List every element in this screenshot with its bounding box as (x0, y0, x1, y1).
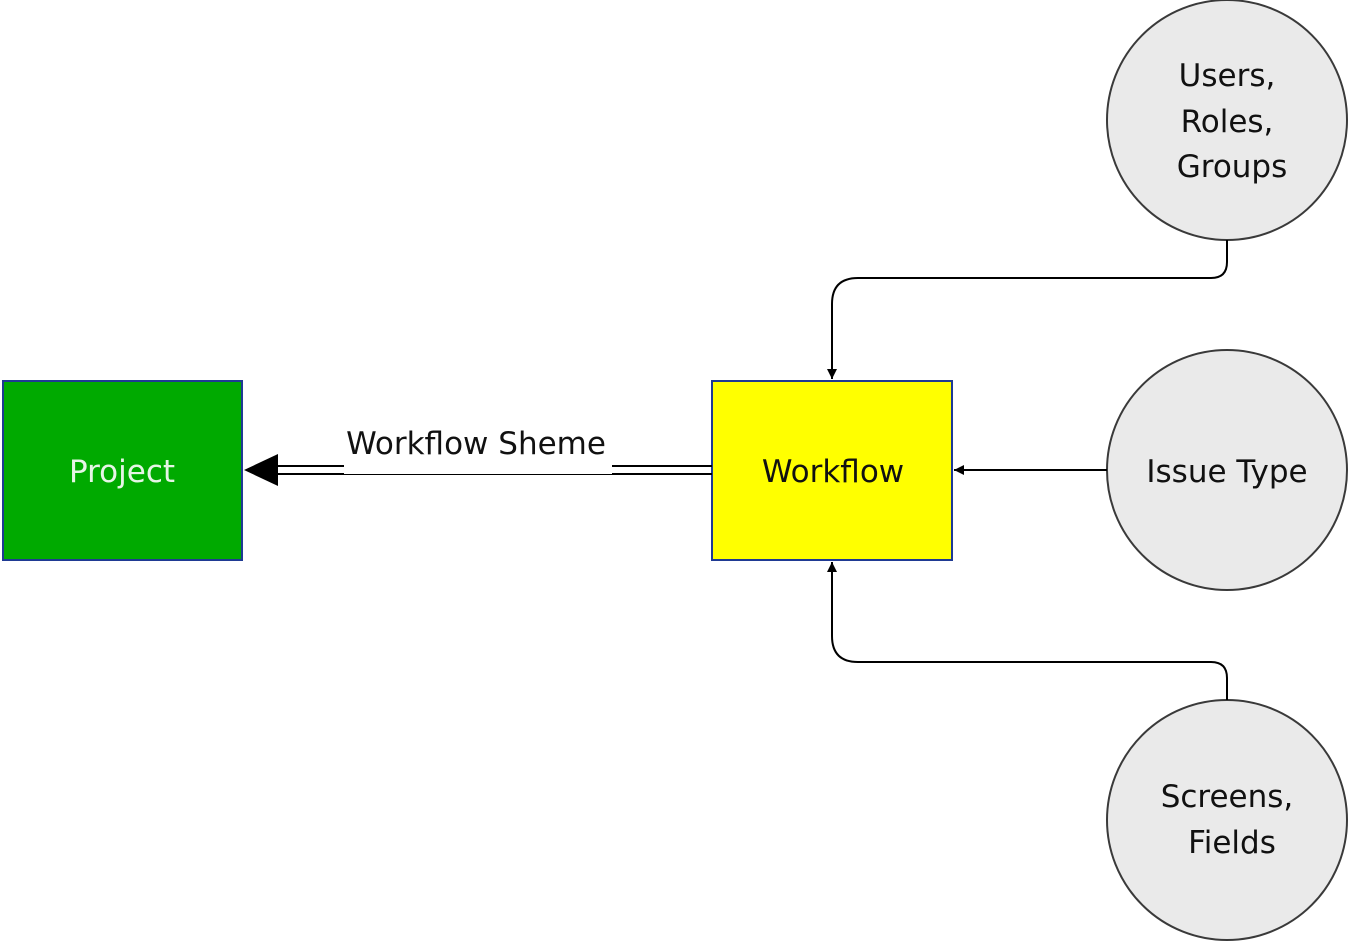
issue-type-node[interactable]: Issue Type (1106, 349, 1348, 591)
roles-label: Roles, (1181, 104, 1274, 140)
project-box[interactable] (2, 380, 243, 561)
workflow-scheme-label: Workflow Sheme (346, 426, 606, 462)
scheme-label-bg (344, 440, 612, 474)
groups-label: Groups (1177, 149, 1288, 185)
workflow-box[interactable] (711, 380, 953, 561)
users-to-workflow-connector[interactable] (827, 240, 1228, 379)
fields-label: Fields (1188, 825, 1276, 861)
project-node[interactable]: Project (2, 380, 243, 561)
screens-fields-circle[interactable] (1106, 699, 1348, 941)
users-label: Users, (1179, 58, 1276, 94)
arrow-head-large (244, 454, 278, 486)
workflow-node[interactable]: Workflow (711, 380, 953, 561)
screens-to-workflow-connector[interactable] (827, 562, 1228, 700)
issue-type-label: Issue Type (1146, 454, 1307, 490)
project-label: Project (69, 454, 175, 490)
screens-label: Screens, (1161, 779, 1294, 815)
workflow-scheme-connector[interactable]: Workflow Sheme (244, 426, 712, 486)
workflow-label: Workflow (762, 454, 904, 490)
users-roles-groups-node[interactable]: Users, Roles, Groups (1106, 0, 1348, 241)
screens-fields-node[interactable]: Screens, Fields (1106, 699, 1348, 941)
